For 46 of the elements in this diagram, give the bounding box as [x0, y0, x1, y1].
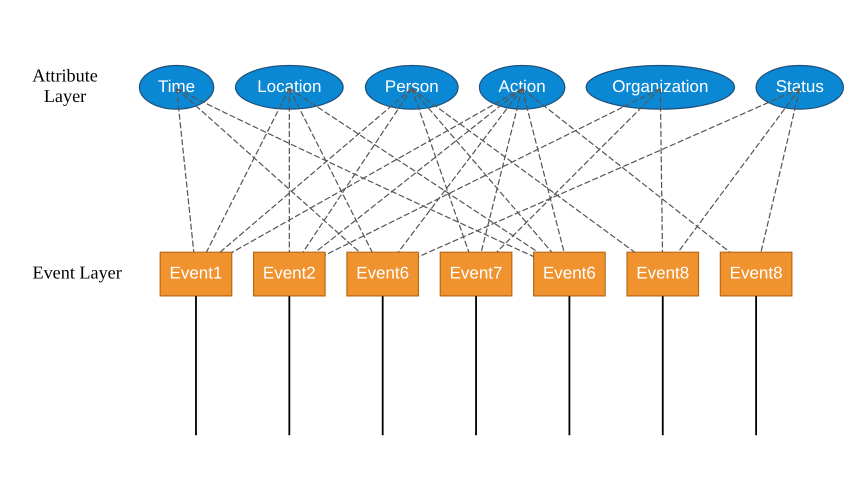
connector [522, 88, 565, 252]
connector [660, 88, 664, 252]
connector [568, 296, 570, 436]
node-ellipse: Action [478, 64, 566, 110]
connector [480, 88, 523, 252]
connector [496, 88, 661, 252]
connector [232, 88, 522, 254]
connector [755, 296, 758, 436]
connector [398, 88, 523, 252]
connector [315, 88, 522, 252]
connector [411, 88, 470, 252]
connector [288, 88, 373, 252]
node-box: Event1 [160, 252, 232, 296]
connector [302, 88, 412, 252]
connector [662, 296, 664, 436]
connector [288, 88, 290, 252]
connector [411, 88, 635, 253]
connector [176, 88, 194, 252]
node-box: Event6 [533, 252, 606, 296]
node-ellipse: Location [234, 64, 344, 110]
connector [288, 296, 290, 436]
connector [475, 296, 477, 436]
connector [195, 296, 197, 436]
connector [220, 88, 412, 252]
node-ellipse: Status [756, 64, 844, 110]
label: Attribute Layer [32, 65, 98, 106]
node-ellipse: Person [364, 64, 459, 110]
connector [418, 88, 800, 258]
node-ellipse: Organization [586, 64, 736, 110]
connector [411, 88, 552, 252]
node-box: Event2 [252, 252, 326, 296]
connector [206, 88, 290, 252]
connector [678, 88, 800, 252]
connector [382, 296, 384, 436]
connector [289, 88, 538, 253]
connector [522, 88, 730, 252]
node-ellipse: Time [138, 64, 214, 110]
connector [176, 88, 534, 258]
node-box: Event6 [346, 252, 420, 296]
connector [324, 88, 661, 256]
connector [760, 88, 800, 252]
node-box: Event7 [440, 252, 512, 296]
connector [176, 88, 360, 252]
node-box: Event8 [720, 252, 792, 296]
node-box: Event8 [626, 252, 700, 296]
label: Event Layer [32, 262, 122, 282]
